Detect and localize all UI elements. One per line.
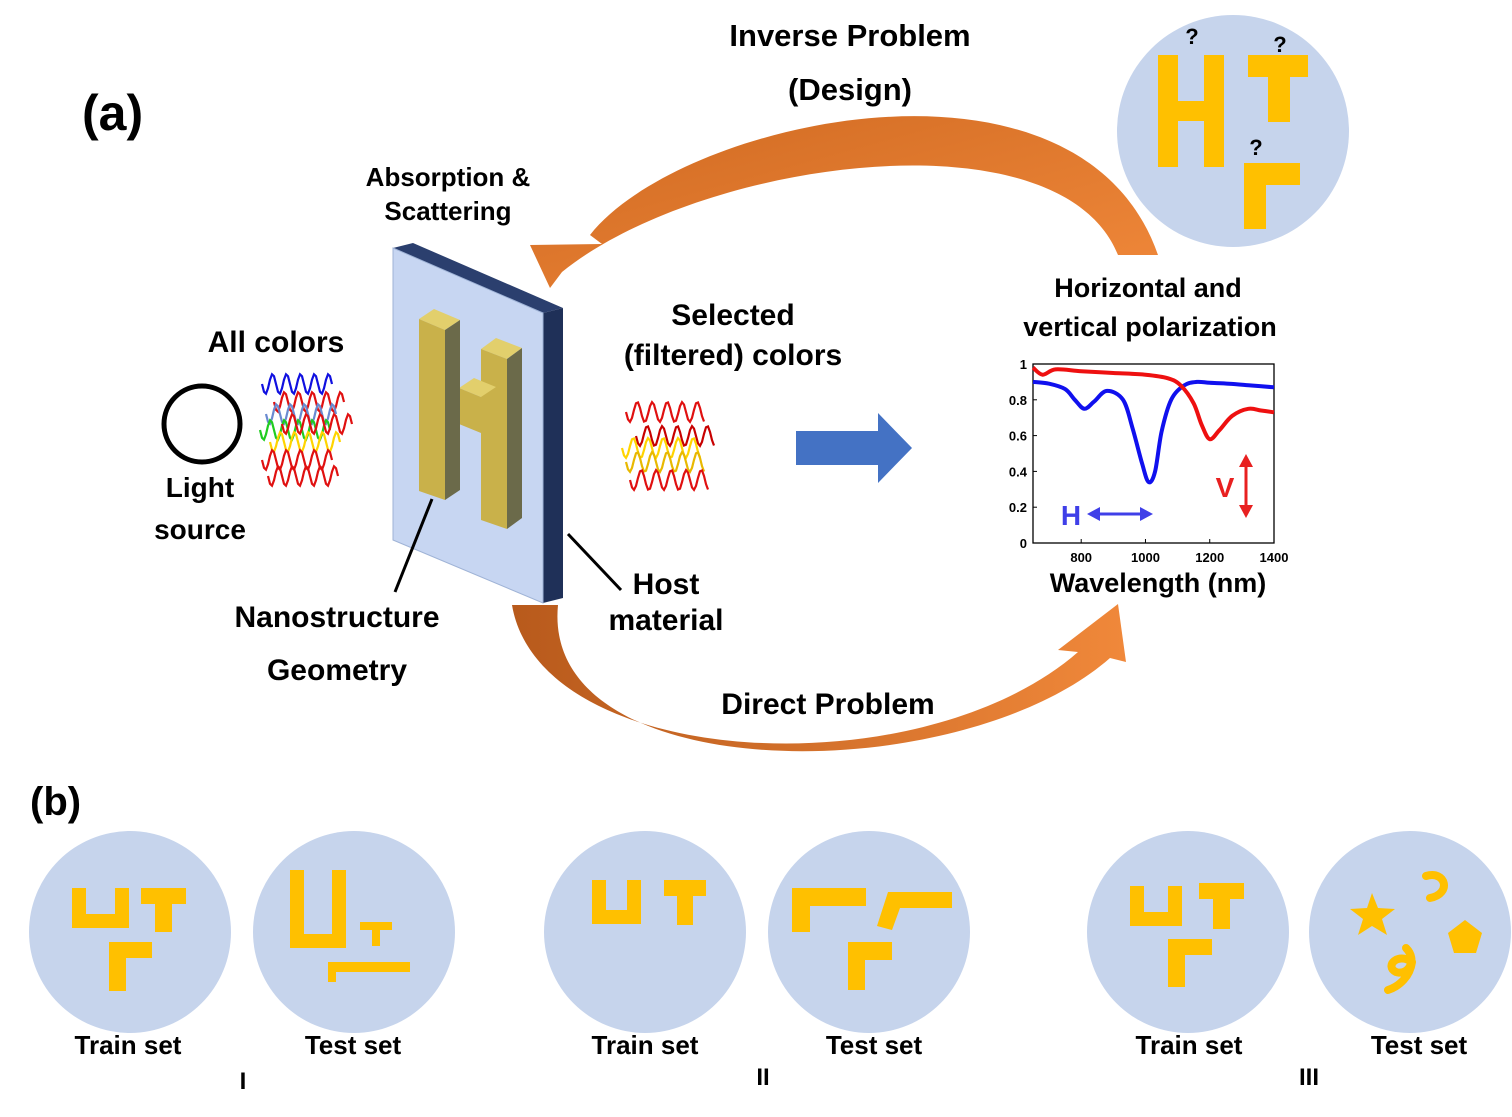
hook-shape (1422, 871, 1448, 902)
group-3-label: III (1299, 1064, 1319, 1091)
light-wave (260, 372, 334, 396)
test-set-label: Test set (826, 1030, 923, 1060)
v-polarization-label: V (1216, 472, 1235, 503)
nanostructure-pointer (393, 498, 434, 593)
shape-circle (544, 831, 746, 1033)
shape-circle (768, 831, 970, 1033)
question-mark: ? (1249, 135, 1262, 160)
v-polarization-line (1031, 365, 1275, 442)
host-label: Host (633, 568, 700, 601)
y-tick-label: 0 (1020, 536, 1027, 551)
geometry-label: Geometry (267, 654, 407, 687)
forward-arrow (796, 413, 912, 483)
star-shape (1350, 893, 1395, 935)
x-tick-label: 800 (1070, 550, 1092, 565)
shape-circle (1087, 831, 1289, 1033)
train-set-label: Train set (75, 1030, 182, 1060)
x-tick-label: 1400 (1260, 550, 1289, 565)
y-tick-label: 0.8 (1009, 393, 1027, 408)
light-source-icon (161, 383, 243, 465)
group-3-train-set (1087, 831, 1289, 1033)
group-2-test-set (768, 831, 970, 1033)
h-shape-candidate (1158, 55, 1224, 167)
question-mark: ? (1185, 24, 1198, 49)
group-1-test-set (253, 831, 455, 1033)
light-wave (266, 464, 340, 488)
nanostructure-label: Nanostructure (234, 601, 439, 634)
train-shapes (592, 880, 706, 925)
light-wave (280, 412, 354, 436)
group-2-label: II (756, 1064, 769, 1091)
h-polarization-label: H (1061, 500, 1081, 531)
v-double-arrow (1239, 454, 1253, 518)
group-1-train-set (29, 831, 231, 1033)
shape-circle (1309, 831, 1511, 1033)
source-label: source (154, 514, 246, 545)
candidate-circle (1117, 15, 1349, 247)
shape-circle (29, 831, 231, 1033)
host-pointer (566, 532, 623, 592)
x-tick-label: 1000 (1131, 550, 1160, 565)
all-colors-label: All colors (208, 326, 345, 359)
h-double-arrow (1087, 507, 1153, 521)
test-shapes (792, 888, 952, 990)
all-colors-waves (258, 372, 354, 488)
spectrum-plot: 800 1000 1200 1400 0 0.2 0.4 0.6 0.8 1 Wavelength… (1009, 357, 1289, 598)
light-wave (628, 468, 710, 492)
t-shape-candidate (1248, 55, 1308, 122)
direct-problem-arrow (512, 604, 1126, 752)
train-shapes (72, 888, 186, 991)
panel-a-label: (a) (82, 85, 143, 141)
x-axis-label: Wavelength (nm) (1050, 568, 1267, 598)
group-3-test-set (1309, 831, 1511, 1033)
light-wave (634, 424, 716, 448)
test-set-label: Test set (305, 1030, 402, 1060)
pentagon-shape (1448, 920, 1482, 953)
x-tick-label: 1200 (1195, 550, 1224, 565)
test-shapes (290, 870, 410, 982)
candidate-geometries: ? ? ? (1117, 15, 1349, 247)
light-wave (272, 390, 346, 414)
curl-shape (1384, 944, 1416, 994)
shape-circle (253, 831, 455, 1033)
material-label: material (608, 604, 723, 637)
train-set-label: Train set (1136, 1030, 1243, 1060)
test-set-label: Test set (1371, 1030, 1468, 1060)
plot-frame (1032, 363, 1275, 544)
train-set-label: Train set (592, 1030, 699, 1060)
group-2-train-set (544, 831, 746, 1033)
y-tick-label: 0.4 (1009, 464, 1028, 479)
h-polarization-line (1032, 379, 1275, 485)
light-label: Light (166, 472, 234, 503)
train-shapes (1130, 883, 1244, 987)
l-shape-candidate (1244, 163, 1300, 229)
h-nanostructure (419, 309, 522, 529)
y-tick-label: 1 (1020, 357, 1027, 372)
design-subtitle: (Design) (788, 72, 912, 107)
y-tick-label: 0.6 (1009, 429, 1027, 444)
group-1-label: I (240, 1068, 247, 1095)
y-tick-label: 0.2 (1009, 500, 1027, 515)
direct-problem-label: Direct Problem (721, 688, 934, 721)
light-wave (620, 436, 702, 460)
light-wave (624, 400, 706, 424)
filtered-colors-waves (620, 400, 716, 492)
selected-label: Selected (671, 299, 794, 332)
light-wave (258, 418, 332, 442)
filtered-colors-label: (filtered) colors (624, 339, 842, 372)
inverse-problem-title: Inverse Problem (729, 18, 970, 53)
polarization-title-2: vertical polarization (1023, 312, 1277, 342)
polarization-title-1: Horizontal and (1054, 273, 1242, 303)
inverse-problem-arrow (530, 116, 1158, 288)
scattering-label: Scattering (384, 196, 511, 226)
question-mark: ? (1273, 32, 1286, 57)
panel-b-label: (b) (30, 780, 81, 824)
light-wave (624, 450, 706, 474)
absorption-label: Absorption & (366, 162, 531, 192)
